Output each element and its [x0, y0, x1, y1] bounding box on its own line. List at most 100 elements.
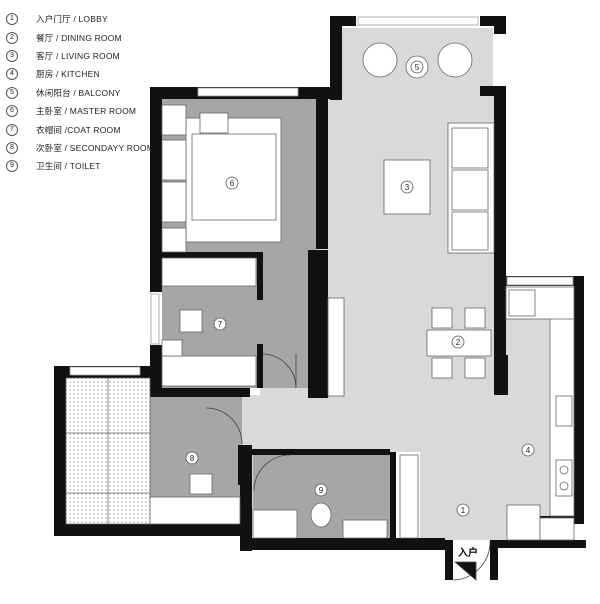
shower-tray — [342, 519, 388, 539]
vanity-sink — [252, 509, 298, 539]
desk — [149, 496, 241, 525]
legend-label: 入户门厅 / LOBBY — [36, 14, 108, 25]
room-legend: 1 入户门厅 / LOBBY 2 餐厅 / DINING ROOM 3 客厅 / LI… — [6, 10, 156, 176]
legend-number: 6 — [6, 105, 18, 118]
wall — [150, 87, 162, 292]
window — [357, 16, 479, 26]
window — [197, 87, 299, 97]
room-badge-second: 8 — [185, 451, 199, 465]
wall — [257, 252, 263, 300]
wall — [330, 16, 342, 100]
wall — [240, 445, 252, 551]
wall — [494, 355, 508, 395]
wall — [240, 538, 445, 550]
legend-item-balcony: 5 休闲阳台 / BALCONY — [6, 84, 156, 102]
room-badge-coat: 7 — [213, 317, 227, 331]
legend-label: 客厅 / LIVING ROOM — [36, 50, 120, 61]
wall — [494, 16, 506, 34]
legend-item-kitchen: 4 厨房 / KITCHEN — [6, 65, 156, 83]
window — [69, 366, 141, 376]
sofa-cushion — [451, 169, 489, 211]
window — [506, 276, 574, 286]
pillow — [161, 139, 187, 181]
doors — [205, 353, 491, 581]
legend-item-toilet: 9 卫生间 / TOILET — [6, 157, 156, 175]
fridge — [506, 504, 541, 541]
legend-number: 1 — [6, 13, 18, 26]
legend-number: 9 — [6, 160, 18, 173]
wall — [150, 388, 250, 397]
armchair — [362, 42, 398, 78]
armchair — [437, 42, 473, 78]
legend-label: 厨房 / KITCHEN — [36, 69, 100, 80]
window — [150, 293, 160, 345]
dining-chair — [464, 307, 486, 329]
wall — [308, 250, 328, 398]
room-number: 7 — [218, 320, 223, 329]
legend-label: 休闲阳台 / BALCONY — [36, 87, 121, 98]
wall — [445, 540, 453, 580]
nightstand — [161, 227, 187, 253]
room-badge-toilet: 9 — [314, 483, 328, 497]
cooktop — [555, 459, 573, 497]
nightstand — [161, 104, 187, 136]
sofa-cushion — [451, 127, 489, 169]
room-number: 8 — [190, 454, 195, 463]
appliance — [508, 289, 536, 317]
shoe-cabinet — [399, 454, 419, 539]
door-swing — [261, 353, 297, 389]
legend-label: 餐厅 / DINING ROOM — [36, 32, 122, 43]
legend-item-dining: 2 餐厅 / DINING ROOM — [6, 28, 156, 46]
desk-chair — [189, 473, 213, 495]
room-badge-balcony: 5 — [410, 60, 424, 74]
slippers — [199, 112, 229, 134]
legend-number: 4 — [6, 68, 18, 81]
dining-chair — [464, 357, 486, 379]
legend-label: 次卧室 / SECONDAYY ROOM — [36, 142, 154, 153]
burner — [559, 465, 569, 475]
door-swing — [253, 454, 291, 491]
door-swing — [205, 407, 243, 445]
wall — [316, 99, 328, 249]
toilet-bowl — [310, 502, 332, 528]
legend-number: 2 — [6, 31, 18, 44]
wall — [54, 524, 242, 536]
room-number: 5 — [415, 63, 420, 72]
room-badge-dining: 2 — [451, 335, 465, 349]
legend-number: 3 — [6, 49, 18, 62]
room-badge-kitchen: 4 — [521, 443, 535, 457]
wall — [574, 276, 584, 520]
room-number: 3 — [405, 183, 410, 192]
room-labels: 1 2 3 4 5 6 7 8 — [185, 60, 535, 517]
room-number: 1 — [461, 506, 466, 515]
entry-marker — [453, 561, 477, 581]
wall — [480, 16, 506, 26]
wall — [480, 86, 506, 96]
legend-number: 7 — [6, 123, 18, 136]
chair — [179, 309, 203, 333]
wall — [162, 252, 260, 258]
wall — [494, 86, 506, 360]
kitchen-sink — [555, 395, 573, 427]
burner — [559, 481, 569, 491]
coat-corridor-floor — [260, 254, 316, 388]
wardrobe — [161, 257, 257, 287]
cabinet — [539, 517, 575, 541]
room-number: 2 — [456, 338, 461, 347]
legend-number: 5 — [6, 86, 18, 99]
wall — [498, 540, 586, 548]
room-number: 6 — [230, 179, 235, 188]
wall — [390, 452, 396, 542]
dining-chair — [431, 307, 453, 329]
room-number: 4 — [526, 446, 531, 455]
wall — [490, 540, 498, 580]
tv-cabinet — [327, 297, 345, 397]
legend-item-lobby: 1 入户门厅 / LOBBY — [6, 10, 156, 28]
legend-label: 卫生间 / TOILET — [36, 161, 101, 172]
wall — [54, 366, 66, 536]
room-badge-lobby: 1 — [456, 503, 470, 517]
